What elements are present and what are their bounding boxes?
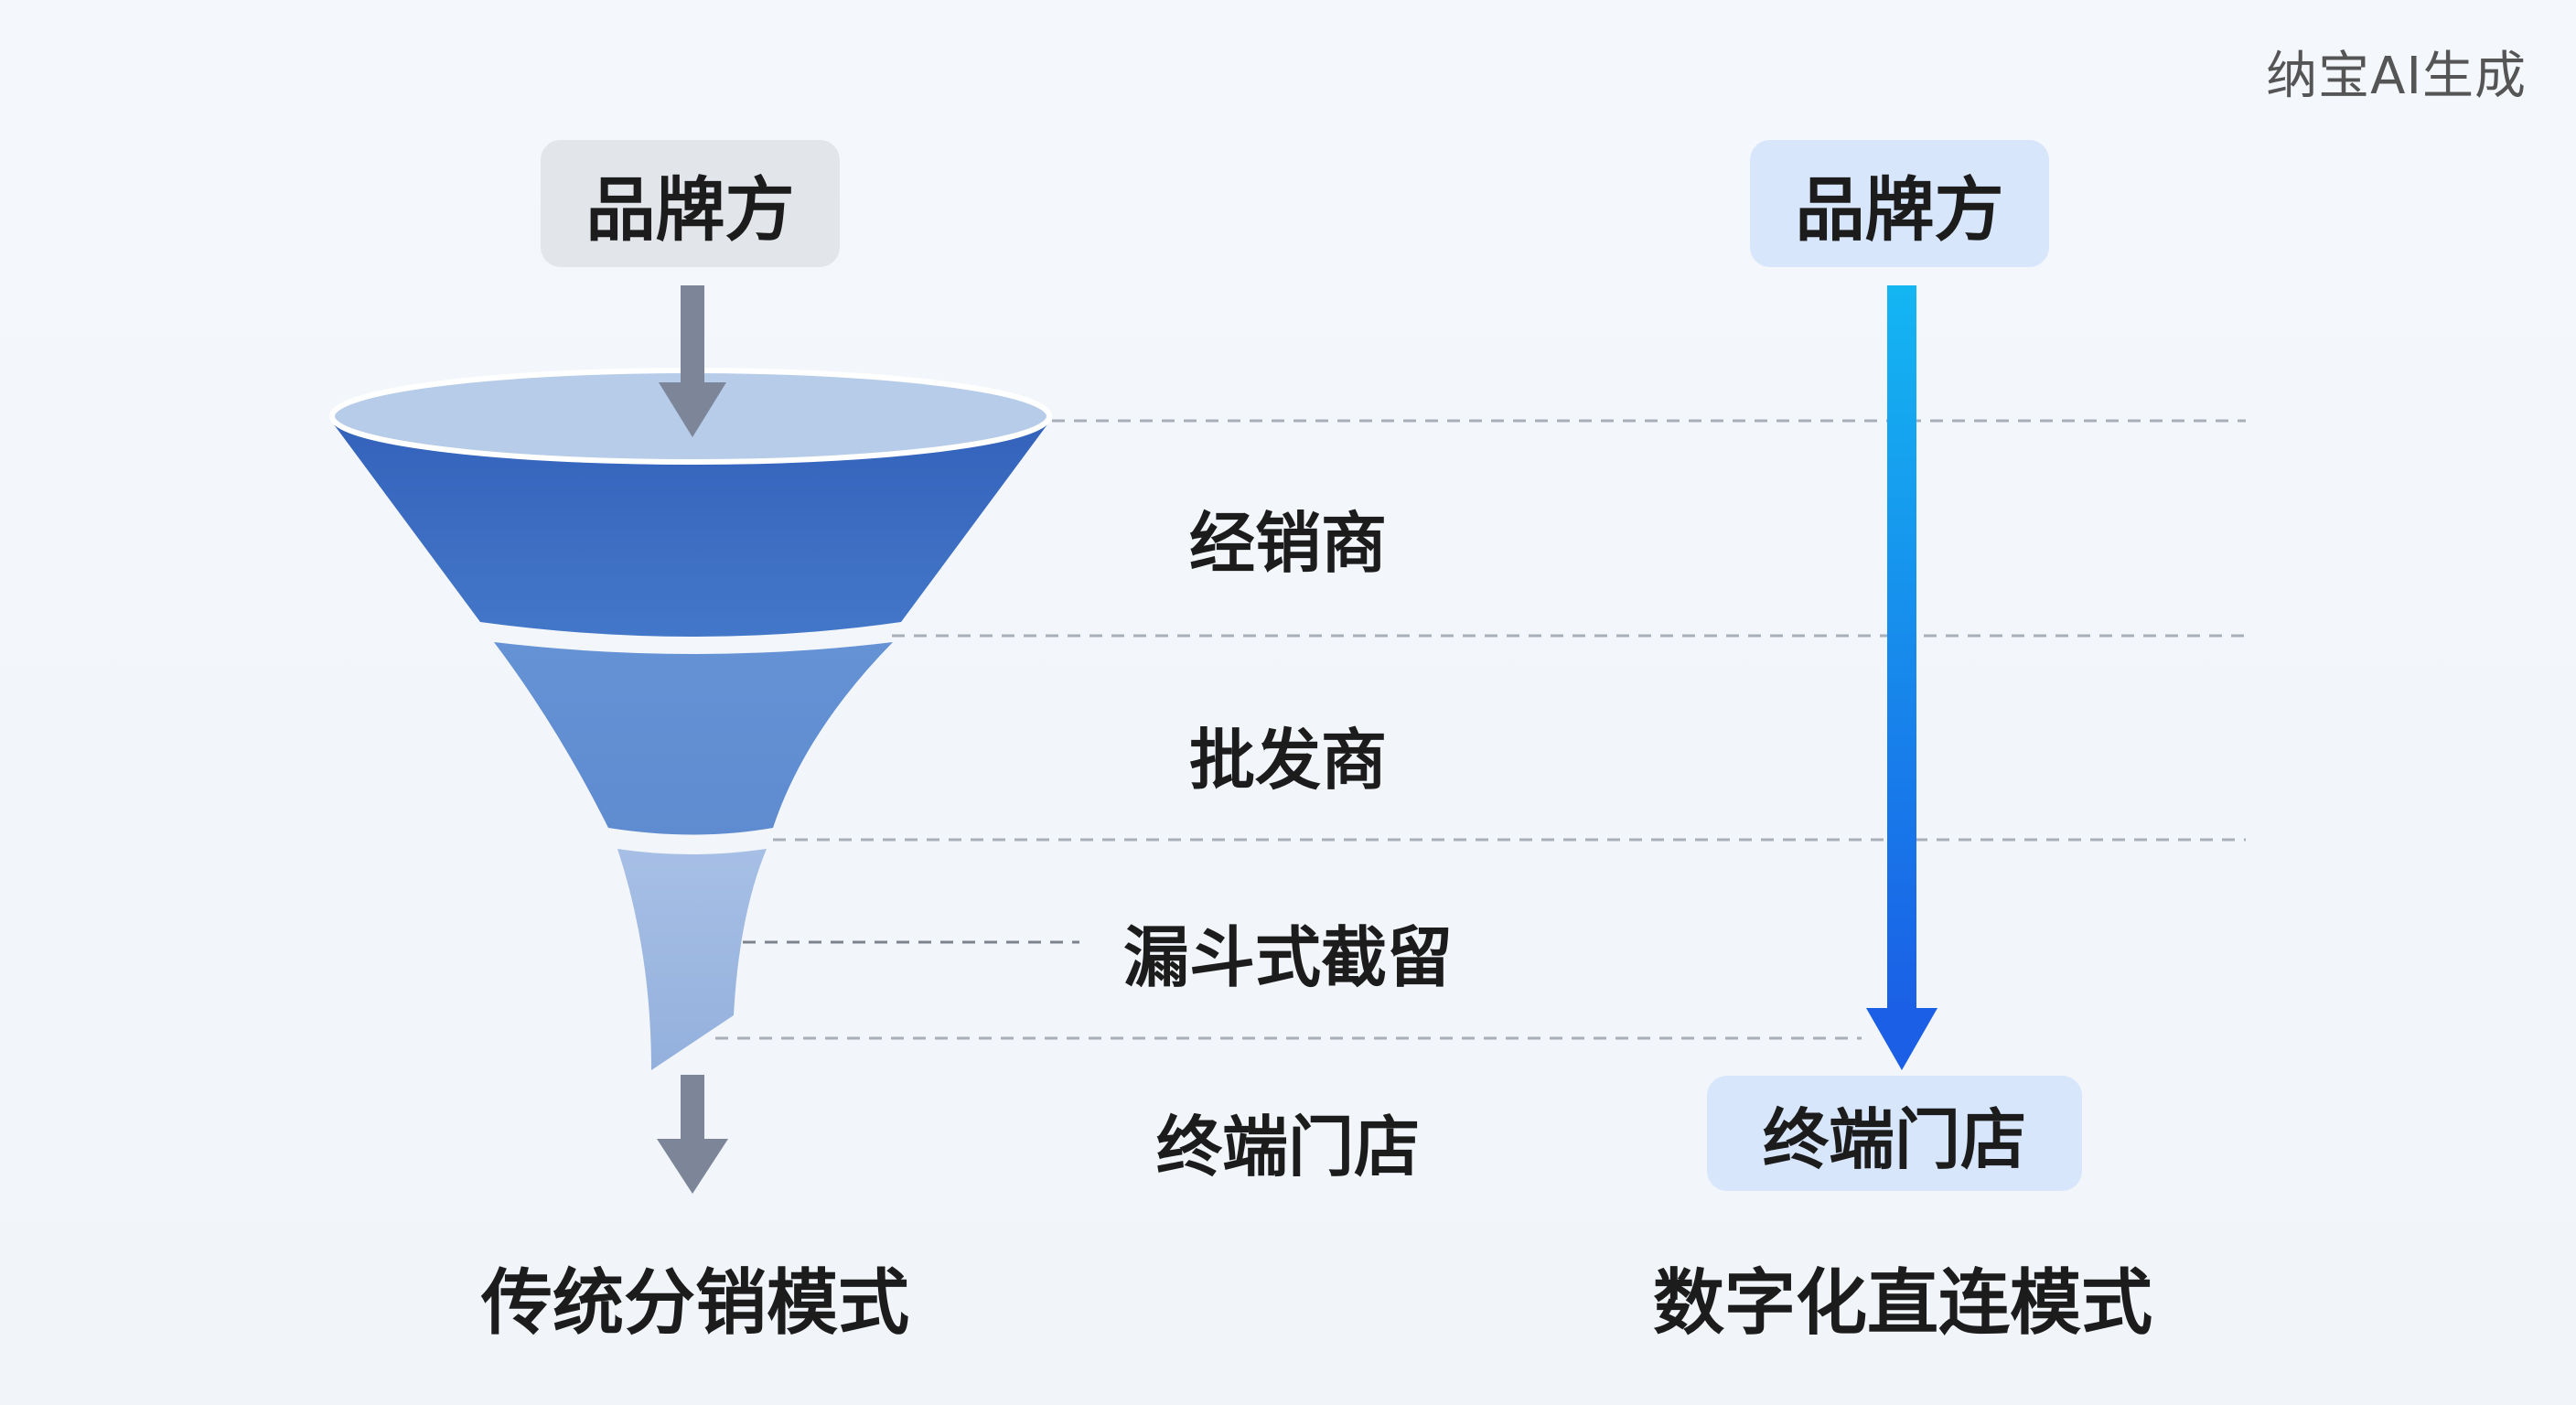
digital-mode-label: 数字化直连模式 [1583,1246,2223,1348]
digital-store-box: 终端门店 [1707,1076,2082,1191]
stage-label-wholesaler: 批发商 [1105,706,1471,802]
watermark-text: 纳宝AI生成 [2266,35,2527,109]
traditional-mode-label: 传统分销模式 [421,1246,970,1348]
grey-arrow-to-store-icon [657,1075,728,1194]
stage-label-interception: 漏斗式截留 [1105,904,1471,1000]
traditional-brand-box: 品牌方 [541,140,840,267]
digital-direct-arrow-icon [1866,285,1937,1070]
funnel-layer-wholesaler [494,642,893,835]
stage-label-distributor: 经销商 [1105,489,1471,585]
digital-brand-box: 品牌方 [1750,140,2049,267]
stage-label-store: 终端门店 [1105,1093,1471,1189]
